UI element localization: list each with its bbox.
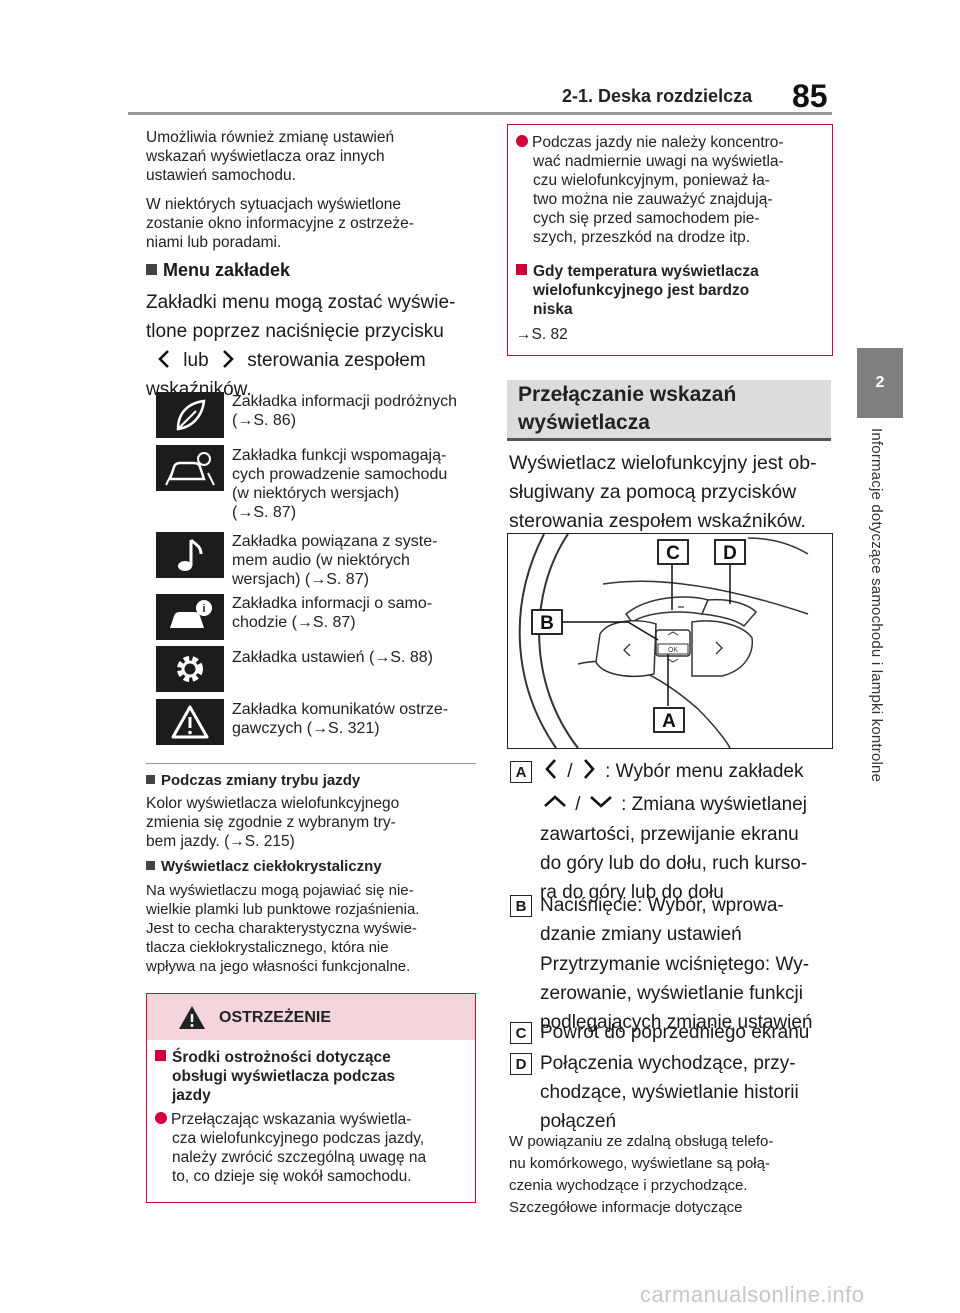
item-a2-line: / : Zmiana wyświetlanej xyxy=(540,790,807,819)
header-rule xyxy=(128,112,832,115)
diagram-label-b: B xyxy=(540,613,554,634)
warning-triangle-icon xyxy=(179,1006,205,1029)
tab-item-warnings: Zakładka komunikatów ostrze- gawczych (→… xyxy=(232,701,449,737)
tab-item-audio: Zakładka powiązana z syste- mem audio (w… xyxy=(232,533,438,588)
info-bullet: Podczas jazdy nie należy koncentro- wać … xyxy=(516,133,828,247)
item-label-b: B xyxy=(510,895,532,917)
item-label-c: C xyxy=(510,1022,532,1044)
diagram-label-a: A xyxy=(662,711,676,732)
item-a2-text: zawartości, przewijanie ekranu do góry l… xyxy=(540,824,808,903)
drive-mode-text: Kolor wyświetlacza wielofunkcyjnego zmie… xyxy=(146,795,400,850)
chevron-left-icon xyxy=(158,350,169,368)
chevron-up-icon xyxy=(544,795,566,807)
chevron-down-icon xyxy=(589,796,612,808)
item-label-d: D xyxy=(510,1053,532,1075)
section-paragraph: Wyświetlacz wielofunkcyjny jest ob- sług… xyxy=(509,452,817,532)
tab-item-settings: Zakładka ustawień (→S. 88) xyxy=(232,649,433,666)
chapter-title: Informacje dotyczące samochodu i lampki … xyxy=(868,428,885,783)
divider xyxy=(146,763,476,764)
footer-note: W powiązaniu ze zdalną obsługą telefo- n… xyxy=(509,1133,774,1216)
info-heading: Gdy temperatura wyświetlacza wielofunkcy… xyxy=(516,262,828,319)
item-c-text: Powrót do poprzedniego ekranu xyxy=(540,1022,810,1043)
section-heading-box xyxy=(507,380,831,438)
intro-paragraph-1: Umożliwia również zmianę ustawień wskaza… xyxy=(146,129,395,184)
square-bullet-icon xyxy=(516,264,527,275)
tab-item-vehicle-info: Zakładka informacji o samo- chodzie (→S.… xyxy=(232,595,433,631)
diagram-label-c: C xyxy=(666,543,680,564)
car-info-icon: i xyxy=(156,594,224,640)
warning-text: Przełączając wskazania wyświetla- cza wi… xyxy=(155,1110,471,1186)
square-bullet-icon xyxy=(146,861,155,870)
ok-button-label: OK xyxy=(668,647,678,654)
svg-text:i: i xyxy=(202,603,205,615)
item-b-text: Naciśnięcie: Wybór, wprowa- dzanie zmian… xyxy=(540,895,784,945)
leaf-icon xyxy=(156,392,224,438)
item-a-line: / : Wybór menu zakładek xyxy=(540,757,803,786)
tab-item-driving-assist: Zakładka funkcji wspomagają- cych prowad… xyxy=(232,447,448,521)
diagram-label-d: D xyxy=(723,543,737,564)
square-bullet-icon xyxy=(146,775,155,784)
round-bullet-icon xyxy=(516,135,528,147)
info-reference[interactable]: →S. 82 xyxy=(516,326,568,343)
menu-heading: Menu zakładek xyxy=(146,258,290,283)
item-b2-text: Przytrzymanie wciśniętego: Wy- zerowanie… xyxy=(540,954,813,1033)
info-box: Podczas jazdy nie należy koncentro- wać … xyxy=(507,124,833,356)
warning-heading: Środki ostrożności dotyczące obsługi wyś… xyxy=(155,1048,465,1105)
driving-assist-icon xyxy=(156,445,224,491)
drive-mode-heading: Podczas zmiany trybu jazdy xyxy=(146,771,360,790)
square-bullet-icon xyxy=(146,264,157,275)
intro-paragraph-2: W niektórych sytuacjach wyświetlone zost… xyxy=(146,196,414,251)
section-title: 2-1. Deska rozdzielcza xyxy=(562,86,753,106)
warning-title: OSTRZEŻENIE xyxy=(219,1009,332,1026)
tab-item-travel: Zakładka informacji podróżnych (→S. 86) xyxy=(232,393,457,429)
lcd-text: Na wyświetlaczu mogą pojawiać się nie- w… xyxy=(146,882,420,975)
chevron-right-icon xyxy=(223,350,234,368)
menu-paragraph: Zakładki menu mogą zostać wyświe- tlone … xyxy=(146,292,456,400)
item-d-text: Połączenia wychodzące, przy- chodzące, w… xyxy=(540,1053,799,1132)
warning-box: OSTRZEŻENIE Środki ostrożności dotyczące… xyxy=(146,993,476,1203)
chevron-right-icon xyxy=(583,759,595,779)
gear-icon xyxy=(156,646,224,692)
section-heading: Przełączanie wskazań wyświetlacza xyxy=(518,383,737,434)
item-label-a: A xyxy=(510,761,532,783)
watermark: carmanualsonline.info xyxy=(640,1282,865,1307)
warning-box-header: OSTRZEŻENIE xyxy=(147,994,475,1040)
section-heading-underline xyxy=(507,438,831,441)
steering-controls-diagram: OK C D B A xyxy=(507,533,833,749)
page-number: 85 xyxy=(792,78,828,114)
chevron-left-icon xyxy=(545,759,556,779)
music-note-icon xyxy=(156,532,224,578)
lcd-heading: Wyświetlacz ciekłokrystaliczny xyxy=(146,857,382,876)
chapter-tab[interactable]: 2 xyxy=(857,348,903,418)
round-bullet-icon xyxy=(155,1112,167,1124)
warning-icon xyxy=(156,699,224,745)
square-bullet-icon xyxy=(155,1050,166,1061)
